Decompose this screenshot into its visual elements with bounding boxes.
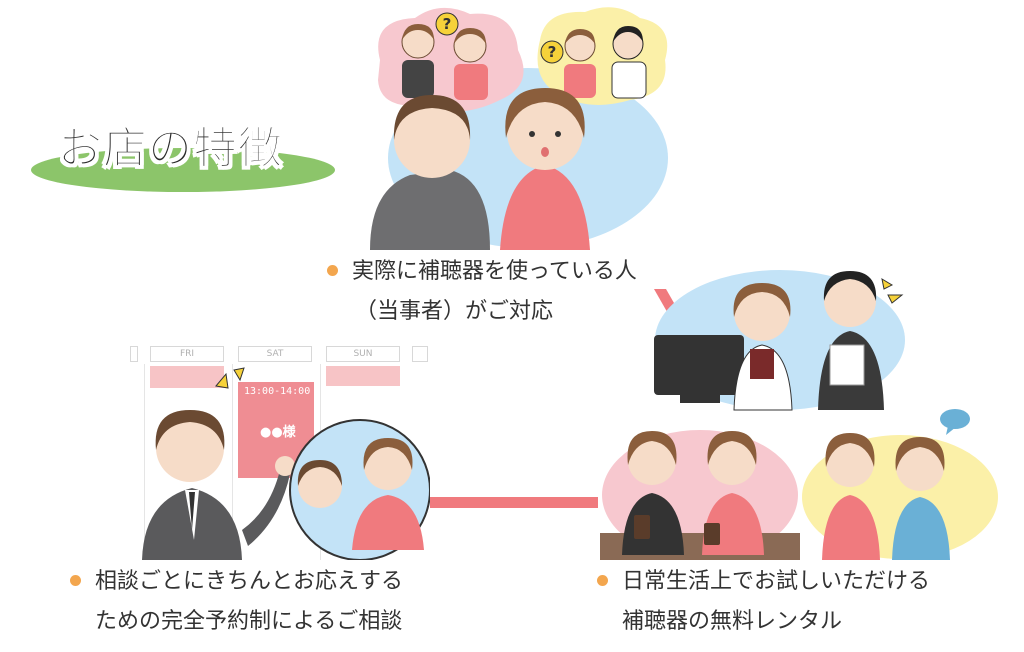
feature-item-3: 日常生活上でお試しいただける 補聴器の無料レンタル — [597, 562, 930, 642]
title-ellipse-shape — [31, 148, 335, 192]
connector-horizontal — [430, 497, 598, 508]
calendar-edge-left — [130, 346, 138, 362]
calendar-day-sun: SUN — [326, 346, 400, 362]
feature-2-line2: ための完全予約制によるご相談 — [95, 609, 403, 634]
feature-item-1: 実際に補聴器を使っている人 （当事者）がご対応 — [327, 252, 637, 332]
svg-text:?: ? — [548, 43, 557, 61]
question-mark-icon: ? — [435, 12, 459, 36]
illustration-staff — [650, 265, 910, 415]
reservation-time: 13:00-14:00 — [244, 386, 311, 397]
sparkle-icon — [881, 277, 904, 304]
feature-item-2: 相談ごとにきちんとお応えする ための完全予約制によるご相談 — [70, 562, 403, 642]
illustration-consultation: ? ? — [340, 0, 685, 250]
speech-bubble-icon — [940, 409, 970, 435]
bullet-icon — [597, 574, 608, 586]
feature-3-line1: 日常生活上でお試しいただける — [622, 569, 931, 594]
question-mark-icon: ? — [540, 40, 564, 64]
illustration-calendar: FRI SAT SUN 13:00-14:00 ●●様 — [130, 340, 430, 560]
calendar-grid-line — [144, 364, 145, 560]
svg-text:?: ? — [443, 15, 452, 33]
feature-1-line2: （当事者）がご対応 — [355, 299, 554, 324]
calendar-slot — [326, 366, 400, 386]
feature-2-line1: 相談ごとにきちんとお応えする — [95, 569, 404, 594]
illustration-daily-life — [600, 409, 1000, 560]
section-title: お店の特徴 — [28, 108, 338, 198]
consultant-figure — [142, 410, 430, 560]
bullet-icon — [70, 574, 81, 586]
feature-1-line1: 実際に補聴器を使っている人 — [352, 259, 637, 284]
calendar-slot — [150, 366, 224, 388]
sparkle-icon — [215, 367, 245, 389]
feature-3-line2: 補聴器の無料レンタル — [622, 609, 843, 634]
calendar-day-fri: FRI — [150, 346, 224, 362]
calendar-day-sat: SAT — [238, 346, 312, 362]
page-title: お店の特徴 — [58, 123, 283, 175]
reservation-name: ●●様 — [260, 425, 296, 440]
calendar-grid-line — [232, 364, 233, 560]
calendar-edge-right — [412, 346, 428, 362]
bullet-icon — [327, 264, 338, 276]
